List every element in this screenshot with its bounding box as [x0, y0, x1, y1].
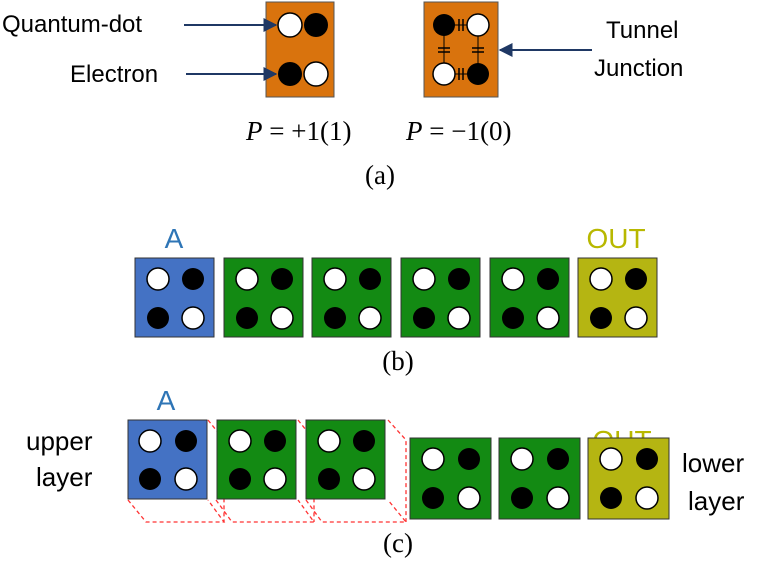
qca-cell-wire: [223, 257, 304, 338]
qca-cell-output: [577, 257, 658, 338]
polarization-left: P = +1(1): [245, 116, 351, 146]
label-output: OUT: [586, 223, 645, 254]
qca-cell-wire-lower: [409, 437, 492, 520]
qca-cell-wire-upper: [305, 419, 386, 500]
qca-cell-wire-lower: [498, 437, 581, 520]
label-input-a-c: A: [157, 385, 176, 416]
caption-b: (b): [382, 346, 413, 376]
caption-c: (c): [383, 528, 413, 558]
qca-cell-input: [134, 257, 215, 338]
panel-a: Quantum-dot Electron Tunnel Junction P =…: [2, 1, 683, 190]
label-quantum-dot: Quantum-dot: [2, 11, 142, 38]
qca-cell-wire: [489, 257, 570, 338]
qca-cell-wire: [311, 257, 392, 338]
qca-cell-wire: [400, 257, 481, 338]
qca-cell-p-plus-one: [265, 1, 335, 98]
label-upper-layer-2: layer: [36, 462, 93, 492]
label-input-a: A: [165, 223, 184, 254]
qca-cell-p-minus-one: [423, 1, 499, 98]
polarization-left-value: = +1(1): [263, 116, 352, 146]
panel-b: A OUT: [134, 223, 658, 376]
qca-cell-input-upper: [127, 419, 208, 500]
polarization-right: P = −1(0): [405, 116, 511, 146]
polarization-left-symbol: P: [245, 116, 263, 146]
label-electron: Electron: [70, 61, 158, 88]
qca-wire-b: [134, 257, 658, 338]
caption-a: (a): [365, 160, 395, 190]
polarization-right-value: = −1(0): [423, 116, 512, 146]
label-lower-layer-2: layer: [688, 486, 745, 516]
label-lower-layer-1: lower: [682, 448, 744, 478]
polarization-right-symbol: P: [405, 116, 423, 146]
label-upper-layer-1: upper: [26, 426, 93, 456]
tunnel-junction-icon: [438, 19, 484, 80]
qca-cell-wire-upper: [216, 419, 297, 500]
label-junction: Junction: [594, 55, 683, 82]
qca-cell-output-lower: [587, 437, 670, 520]
panel-c: A OUT upper layer lower layer: [26, 385, 745, 558]
label-tunnel: Tunnel: [606, 17, 679, 44]
